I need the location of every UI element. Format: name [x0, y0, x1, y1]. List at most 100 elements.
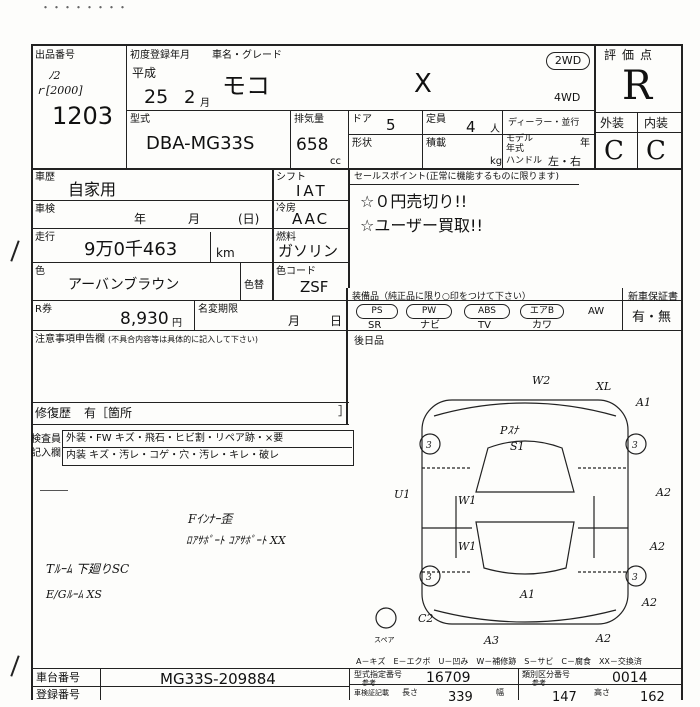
displacement-label: 排気量 — [294, 114, 324, 125]
color-code: ZSF — [300, 278, 329, 296]
recycle: 8,930 — [120, 309, 169, 329]
dealer-label: ディーラー・並行 — [508, 118, 580, 128]
doors: 5 — [386, 116, 396, 134]
equip-tv: TV — [478, 320, 491, 331]
bottom-top-line — [31, 668, 683, 669]
note-a: Fｲﾝﾅｰ歪 — [188, 512, 233, 526]
equip-navi: ナビ — [420, 320, 440, 331]
era: 平成 — [132, 66, 157, 80]
mark-a2b: A2 — [649, 540, 665, 553]
marks-label-1: 検査員 — [31, 434, 61, 445]
bottom-mid-line — [31, 686, 349, 687]
exterior-value: C — [604, 136, 624, 166]
capacity-label: 定員 — [426, 114, 446, 125]
mileage-label: 走行 — [35, 232, 55, 243]
header-mid-line — [126, 110, 594, 111]
header-bottom-line — [31, 168, 683, 170]
year: 25 — [144, 86, 169, 108]
notes-label: 注意事項申告欄 — [35, 334, 105, 345]
note-d: E/Gﾙｰﾑ XS — [46, 588, 102, 601]
handle-label: ハンドル — [506, 156, 543, 166]
car-name: モコ — [222, 72, 270, 100]
reg-label: 登録番号 — [36, 688, 80, 701]
mark-s1: S1 — [510, 440, 525, 453]
stray-dash-1 — [40, 490, 68, 491]
mark-w1a: W1 — [458, 494, 476, 507]
shift-label: シフト — [276, 172, 306, 183]
mileage: 9万0千463 — [84, 239, 178, 260]
handle-value: 左・右 — [548, 155, 581, 168]
row2-div2 — [348, 110, 349, 168]
mark-a2a: A2 — [655, 486, 671, 499]
warranty-value: 有・無 — [632, 310, 672, 325]
month-unit: 月 — [200, 98, 210, 109]
mark-c2: C2 — [418, 612, 433, 625]
note-c: Tﾙｰﾑ 下廻りSC — [46, 562, 130, 576]
mark-a2d: A2 — [595, 632, 611, 645]
mark-a1-top: A1 — [635, 396, 651, 409]
left-right-div — [272, 168, 274, 300]
height: 162 — [640, 690, 665, 705]
drive-4wd: 4WD — [554, 91, 581, 104]
lrow-2 — [31, 228, 349, 229]
sales-under — [349, 184, 579, 185]
title-month: 月 — [288, 314, 301, 328]
interior-value: C — [646, 136, 666, 166]
car-outline — [421, 399, 629, 625]
shape-label: 形状 — [352, 138, 372, 149]
lot-note-year: ｒ[2000] — [35, 84, 83, 97]
interior-label: 内装 — [644, 116, 669, 130]
kg-unit: kg — [490, 156, 503, 167]
wheel-rr-label: 3 — [632, 573, 638, 583]
mark-xl: XL — [595, 380, 611, 393]
repair-close: ］ — [338, 404, 351, 418]
mark-a3: A3 — [483, 634, 499, 647]
type-spec: 16709 — [426, 670, 471, 686]
driver-label: 後日品 — [354, 336, 384, 347]
wheel-rr — [625, 565, 647, 587]
color-code-label: 色コード — [276, 266, 316, 277]
km-unit: km — [216, 246, 235, 260]
frame-right — [681, 44, 683, 700]
score-value: R — [622, 63, 653, 109]
spare-label: スペア — [374, 636, 395, 644]
windshield — [475, 440, 575, 493]
doors-label: ドア — [352, 114, 372, 125]
color-change-label: 色替 — [244, 280, 264, 291]
car-diagram: 3 3 3 3 W2 XL A1 Pｽﾅ S1 U1 W1 W1 A2 A2 A… — [374, 374, 671, 647]
class-value: 0014 — [612, 670, 648, 686]
model: DBA-MG33S — [146, 133, 255, 154]
length-label: 長さ — [402, 688, 418, 697]
month: 2 — [184, 87, 196, 108]
km-div — [210, 232, 211, 262]
title-day: 日 — [330, 314, 343, 328]
wheel-rl-label: 3 — [426, 573, 432, 583]
color-label: 色 — [35, 266, 45, 277]
equip-leather: カワ — [532, 320, 552, 331]
fuel-label: 燃料 — [276, 232, 296, 243]
lot-divider — [126, 44, 127, 170]
fuel: ガソリン — [278, 242, 339, 260]
lrow-4 — [31, 300, 683, 301]
model-label: 型式 — [130, 114, 150, 125]
model-year-label: モデル年式 — [506, 134, 534, 154]
score-label: 評価点 — [604, 48, 659, 62]
title-label: 名変期限 — [198, 304, 238, 315]
marks-label-2: 記入欄 — [31, 448, 61, 459]
mark-w1b: W1 — [458, 540, 476, 553]
category-label: 車歴 — [35, 172, 55, 183]
yen-unit: 円 — [172, 318, 182, 329]
drive-2wd: 2WD — [546, 52, 590, 70]
shift: IAT — [296, 182, 328, 200]
lrow-3 — [31, 262, 349, 263]
first-reg-label: 初度登録年月 — [130, 50, 190, 61]
stray-mark-2 — [10, 655, 20, 677]
bottom-class-div — [518, 668, 519, 700]
note-b: ﾛｱｻﾎﾟｰﾄ ｺｱｻﾎﾟｰﾄ XX — [186, 534, 286, 547]
marks-row2: 内装 キズ・汚レ・コゲ・穴・汚レ・キレ・破レ — [66, 450, 280, 461]
warranty-div — [622, 288, 623, 330]
mark-a1-mid: A1 — [519, 588, 535, 601]
year-unit: 年 — [580, 138, 590, 149]
wheel-fl — [419, 433, 441, 455]
mark-w2: W2 — [532, 374, 550, 387]
